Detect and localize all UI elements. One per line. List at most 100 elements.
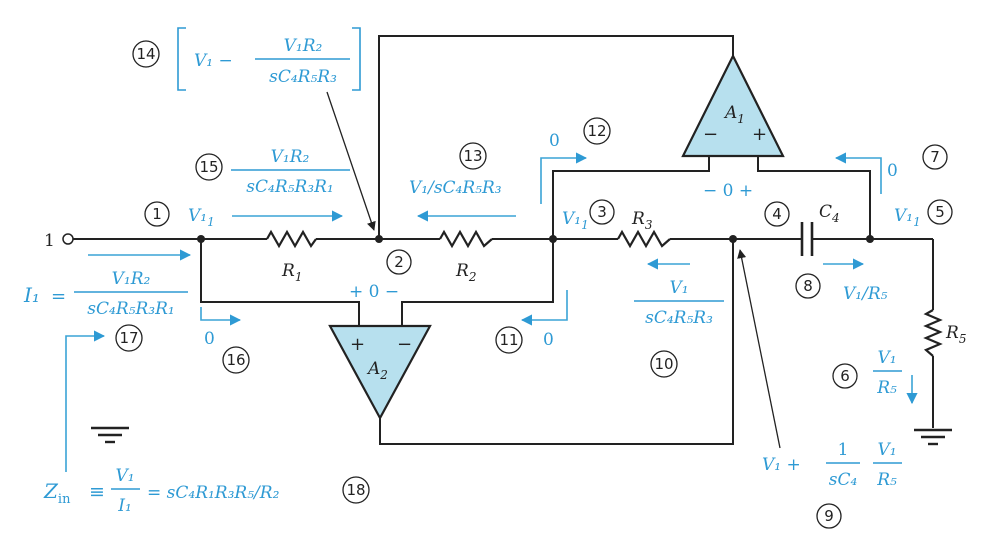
junction-nodes xyxy=(197,235,874,243)
a2-diff-voltage: + 0 − xyxy=(349,282,399,302)
svg-text:V₁R₂: V₁R₂ xyxy=(112,269,151,289)
svg-text:V₁: V₁ xyxy=(669,278,688,298)
step14-expression: V₁ − V₁R₂ sC₄R₅R₃ xyxy=(177,27,361,91)
svg-text:V₁: V₁ xyxy=(877,348,896,368)
svg-text:I₁: I₁ xyxy=(117,496,132,516)
svg-text:I₁: I₁ xyxy=(23,283,40,307)
svg-text:6: 6 xyxy=(840,367,850,385)
resistor-r5 xyxy=(923,309,943,357)
svg-text:V₁: V₁ xyxy=(115,466,134,486)
step-11: 11 xyxy=(495,326,523,354)
v1-label-node5: V₁1 xyxy=(894,206,921,229)
a1-diff-voltage: − 0 + xyxy=(703,181,753,201)
step13-expression: V₁/sC₄R₅R₃ xyxy=(409,178,502,198)
step-12: 12 xyxy=(583,117,611,145)
step-3: 3 xyxy=(589,199,615,225)
r2-label: R2 xyxy=(455,261,476,284)
current-arrows xyxy=(65,152,918,472)
svg-text:1: 1 xyxy=(152,205,162,223)
resistor-r3 xyxy=(617,229,671,249)
svg-text:Zin: Zin xyxy=(43,479,71,507)
step-16: 16 xyxy=(222,346,250,374)
svg-text:13: 13 xyxy=(463,147,482,165)
svg-text:16: 16 xyxy=(226,351,245,369)
step-10: 10 xyxy=(650,350,678,378)
opamp-a1 xyxy=(681,53,785,158)
step-markers: 1 2 3 4 5 6 7 8 9 10 11 12 13 14 15 16 1… xyxy=(115,40,953,529)
step-2: 2 xyxy=(386,249,412,275)
step15-expression: V₁R₂ sC₄R₅R₃R₁ xyxy=(231,147,350,197)
step18-zin-expression: Zin ≡ V₁ I₁ = sC₄R₁R₃R₅/R₂ xyxy=(43,466,280,516)
svg-text:= sC₄R₁R₃R₅/R₂: = sC₄R₁R₃R₅/R₂ xyxy=(147,483,280,503)
svg-text:sC₄R₅R₃: sC₄R₅R₃ xyxy=(269,67,337,87)
svg-text:V₁ +: V₁ + xyxy=(762,455,801,475)
svg-text:12: 12 xyxy=(587,122,606,140)
svg-text:V₁R₂: V₁R₂ xyxy=(271,147,310,167)
r5-label: R5 xyxy=(945,323,966,346)
pointer-step9 xyxy=(737,249,781,449)
svg-text:V₁R₂: V₁R₂ xyxy=(284,36,323,56)
svg-text:sC₄: sC₄ xyxy=(829,470,858,490)
svg-text:3: 3 xyxy=(597,203,607,221)
zero-step7: 0 xyxy=(887,161,898,181)
svg-text:1: 1 xyxy=(838,440,849,460)
step-9: 9 xyxy=(816,503,842,529)
opamp-a1-plus: + xyxy=(752,124,767,145)
opamp-a1-label: A1 xyxy=(723,103,745,126)
svg-text:7: 7 xyxy=(930,148,940,166)
step-6: 6 xyxy=(832,363,858,389)
step-1: 1 xyxy=(144,201,170,227)
svg-text:11: 11 xyxy=(499,331,518,349)
resistor-r1 xyxy=(266,229,317,249)
step-5: 5 xyxy=(927,199,953,225)
svg-text:9: 9 xyxy=(824,507,834,525)
zero-step12: 0 xyxy=(549,131,560,151)
zero-step11: 0 xyxy=(543,330,554,350)
svg-text:V₁ −: V₁ − xyxy=(194,51,233,71)
step8-expression: V₁/R₅ xyxy=(843,284,888,304)
svg-text:=: = xyxy=(51,286,66,307)
step-18: 18 xyxy=(342,476,370,504)
svg-text:R₅: R₅ xyxy=(876,470,897,490)
svg-text:sC₄R₅R₃R₁: sC₄R₅R₃R₁ xyxy=(87,299,174,319)
v1-label-node3: V₁1 xyxy=(562,209,589,232)
svg-text:15: 15 xyxy=(199,158,218,176)
opamp-a2-label: A2 xyxy=(366,359,388,382)
step17-i1-expression: I₁ = V₁R₂ sC₄R₅R₃R₁ xyxy=(23,269,188,319)
opamp-a1-minus: − xyxy=(703,124,718,145)
opamp-a2 xyxy=(328,324,432,421)
svg-text:10: 10 xyxy=(654,355,673,373)
step10-expression: V₁ sC₄R₅R₃ xyxy=(634,278,724,328)
svg-text:sC₄R₅R₃: sC₄R₅R₃ xyxy=(645,308,713,328)
ground-symbol-r5 xyxy=(914,428,952,446)
v1-label-node1: V₁1 xyxy=(188,206,215,229)
opamp-a2-minus: − xyxy=(397,334,412,355)
svg-text:≡: ≡ xyxy=(89,481,105,503)
svg-text:R₅: R₅ xyxy=(876,378,897,398)
svg-text:sC₄R₅R₃R₁: sC₄R₅R₃R₁ xyxy=(246,177,333,197)
svg-text:4: 4 xyxy=(772,205,782,223)
svg-text:2: 2 xyxy=(394,253,404,271)
step-13: 13 xyxy=(459,142,487,170)
r3-label: R3 xyxy=(631,209,653,232)
svg-text:18: 18 xyxy=(346,481,365,499)
step9-expression: V₁ + 1 sC₄ V₁ R₅ xyxy=(762,440,902,490)
input-terminal-label: 1 xyxy=(44,231,55,251)
capacitor-c4 xyxy=(800,222,814,256)
c4-label: C4 xyxy=(819,202,840,225)
svg-text:5: 5 xyxy=(935,203,945,221)
step-8: 8 xyxy=(795,273,821,299)
step-14: 14 xyxy=(132,40,160,68)
svg-text:8: 8 xyxy=(803,277,813,295)
step-15: 15 xyxy=(195,153,223,181)
opamp-a2-plus: + xyxy=(350,334,365,355)
svg-text:17: 17 xyxy=(119,329,138,347)
svg-text:14: 14 xyxy=(136,45,155,63)
step6-expression: V₁ R₅ xyxy=(873,348,902,398)
ground-symbol-left xyxy=(91,426,129,444)
resistor-r2 xyxy=(439,229,493,249)
step-4: 4 xyxy=(764,201,790,227)
pointer-step14 xyxy=(326,91,376,231)
r1-label: R1 xyxy=(281,261,302,284)
